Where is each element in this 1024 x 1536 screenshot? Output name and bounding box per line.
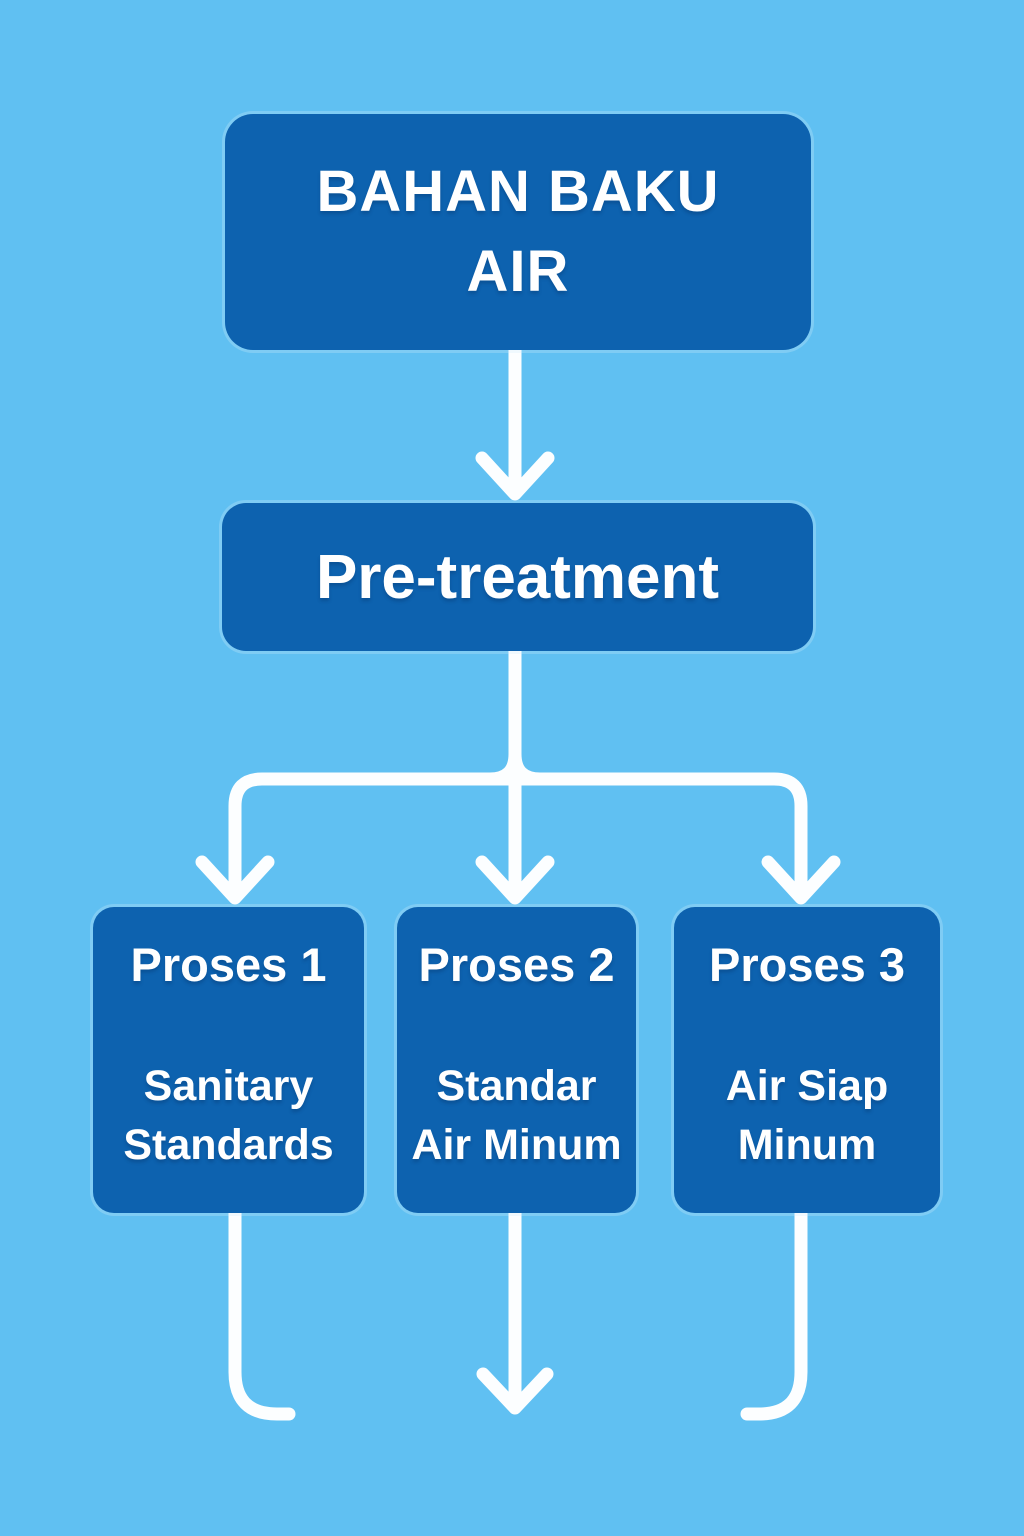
node-pre-treatment: Pre-treatment	[222, 503, 813, 651]
process-title: Proses 2	[418, 938, 615, 991]
node-proses-1: Proses 1 Sanitary Standards	[93, 907, 364, 1213]
node-proses-2: Proses 2 Standar Air Minum	[397, 907, 636, 1213]
connector-process3-output-curve	[740, 1206, 808, 1421]
node-label: Pre-treatment	[315, 542, 720, 612]
process-title: Proses 3	[709, 938, 905, 991]
subtitle-line2: Standards	[123, 1121, 334, 1169]
process-subtitle: Standar Air Minum	[397, 1057, 636, 1175]
connector-branch	[228, 772, 808, 903]
arrowhead-process2	[475, 855, 555, 905]
subtitle-line2: Air Minum	[411, 1121, 622, 1169]
arrowhead-process1	[195, 855, 275, 905]
node-label: BAHAN BAKU AIR	[316, 152, 719, 312]
process-title: Proses 1	[130, 938, 327, 991]
node-proses-3: Proses 3 Air Siap Minum	[674, 907, 940, 1213]
arrowhead-process3	[761, 855, 841, 905]
process-subtitle: Sanitary Standards	[93, 1057, 364, 1175]
node-bahan-baku-air: BAHAN BAKU AIR	[225, 114, 811, 350]
subtitle-line1: Sanitary	[143, 1062, 314, 1110]
connector-process1-output-curve	[228, 1206, 296, 1421]
subtitle-line2: Minum	[737, 1121, 877, 1169]
subtitle-line1: Standar	[436, 1062, 597, 1110]
junction-fillet-left	[483, 747, 522, 786]
arrowhead-process2-output	[476, 1367, 554, 1415]
node-label-line2: AIR	[466, 239, 570, 304]
subtitle-line1: Air Siap	[725, 1062, 889, 1110]
arrowhead-pretreatment	[475, 451, 555, 501]
process-subtitle: Air Siap Minum	[674, 1057, 940, 1175]
junction-fillet-right	[508, 747, 547, 786]
node-label-line1: BAHAN BAKU	[316, 159, 720, 224]
